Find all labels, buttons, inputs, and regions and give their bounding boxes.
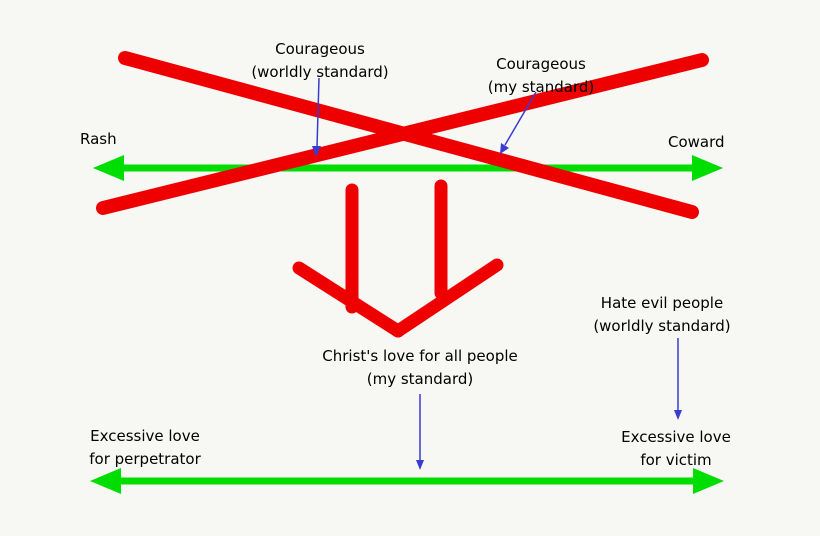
pointer-courageous-worldly-head [312, 146, 321, 157]
pointer-christs-love-icon [416, 394, 424, 470]
red-cross-out-icon [96, 51, 709, 219]
red-down-arrow-head-right [391, 258, 504, 338]
red-down-arrow-icon [292, 179, 504, 338]
pointer-hate-evil-icon [674, 338, 682, 420]
hate-evil-label-line2: (worldly standard) [593, 317, 730, 335]
bottom-axis-right-label-line1: Excessive love [621, 428, 731, 446]
bottom-axis-left-label-line2: for perpetrator [89, 450, 201, 468]
pointer-courageous-mine-icon [500, 91, 537, 154]
top-axis-left-arrowhead-icon [93, 155, 124, 181]
top-axis-arrow [93, 155, 723, 181]
pointer-courageous-worldly-icon [312, 77, 321, 157]
bottom-axis-left-label-line1: Excessive love [90, 427, 200, 445]
courageous-mine-label-line2: (my standard) [488, 78, 595, 96]
red-cross-stroke-2 [96, 53, 709, 215]
christs-love-label-line2: (my standard) [367, 370, 474, 388]
pointer-courageous-mine-line [504, 91, 537, 146]
pointer-hate-evil-head [674, 410, 682, 420]
hate-evil-label-line1: Hate evil people [601, 294, 723, 312]
bottom-axis-left-arrowhead-icon [90, 468, 121, 494]
courageous-worldly-label-line1: Courageous [275, 40, 365, 58]
bottom-axis-right-arrowhead-icon [693, 468, 724, 494]
christs-love-label-line1: Christ's love for all people [322, 347, 517, 365]
bottom-axis-arrow [90, 468, 724, 494]
pointer-courageous-mine-head [500, 143, 509, 154]
courageous-worldly-label-line2: (worldly standard) [251, 63, 388, 81]
top-axis-right-label: Coward [668, 133, 725, 151]
courageous-mine-label-line1: Courageous [496, 55, 586, 73]
red-down-arrow-head-left [292, 261, 405, 338]
top-axis-right-arrowhead-icon [692, 155, 723, 181]
pointer-courageous-worldly-line [316, 77, 320, 148]
pointer-christs-love-head [416, 460, 424, 470]
bottom-axis-right-label-line2: for victim [640, 451, 711, 469]
top-axis-left-label: Rash [80, 130, 117, 148]
